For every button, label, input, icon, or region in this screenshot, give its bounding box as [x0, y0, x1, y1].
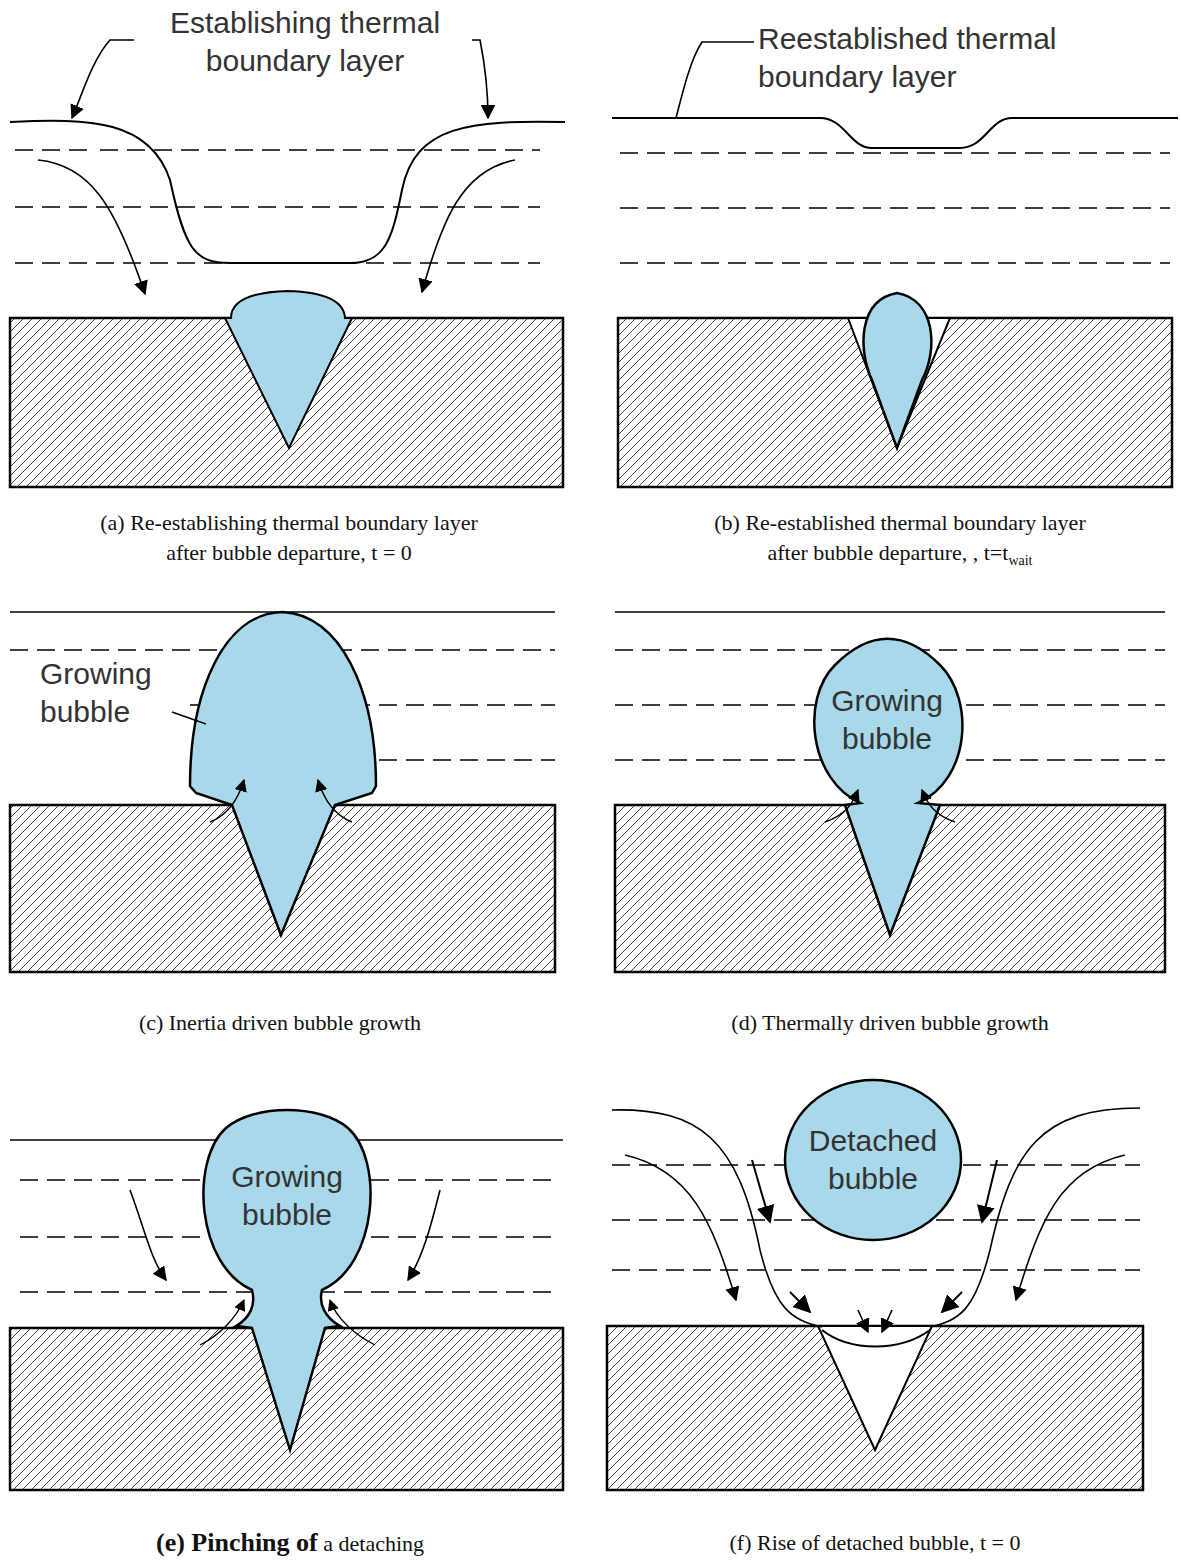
callout-label: Reestablished thermal boundary layer	[758, 20, 1158, 96]
panel-caption: (e) Pinching of a detaching	[90, 1528, 490, 1559]
bubble-label: Growing bubble	[812, 682, 962, 758]
label-text: (c) Inertia driven bubble growth	[139, 1010, 421, 1035]
panel-caption: (c) Inertia driven bubble growth	[80, 1008, 480, 1038]
label-text: Reestablished thermal boundary layer	[758, 22, 1057, 93]
callout-label: Growing bubble	[40, 655, 180, 731]
label-text: a detaching	[323, 1531, 424, 1556]
bubble-label: Growing bubble	[212, 1158, 362, 1234]
label-text: (a) Re-establishing thermal boundary lay…	[100, 510, 478, 565]
label-text: (f) Rise of detached bubble, t = 0	[730, 1530, 1021, 1555]
label-text: Growing bubble	[40, 657, 152, 728]
panel-caption: (f) Rise of detached bubble, t = 0	[675, 1528, 1075, 1558]
callout-label: Establishing thermal boundary layer	[140, 4, 470, 80]
panel-caption: (a) Re-establishing thermal boundary lay…	[99, 508, 479, 568]
panel-caption: (b) Re-established thermal boundary laye…	[712, 508, 1088, 576]
label-text: Detached bubble	[809, 1124, 937, 1195]
label-text: Growing bubble	[231, 1160, 343, 1231]
panel-caption: (d) Thermally driven bubble growth	[690, 1008, 1090, 1038]
label-text: Growing bubble	[831, 684, 943, 755]
label-text: Establishing thermal boundary layer	[170, 6, 440, 77]
label-text: (d) Thermally driven bubble growth	[731, 1010, 1048, 1035]
label-text: (e) Pinching of	[156, 1528, 318, 1557]
subscript-text: wait	[1008, 553, 1032, 568]
bubble-label: Detached bubble	[798, 1122, 948, 1198]
